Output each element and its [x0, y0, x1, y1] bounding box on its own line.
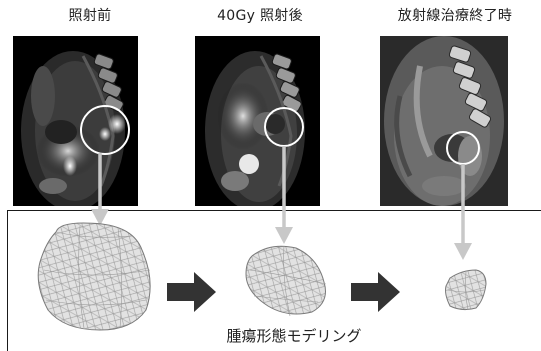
- mri-image-40gy: [195, 36, 320, 206]
- panel-label-40gy: 40Gy 照射後: [195, 6, 325, 26]
- panel-label-end-of-treatment: 放射線治療終了時: [375, 6, 535, 26]
- figure-caption: 腫瘍形態モデリング: [184, 326, 404, 346]
- mri-image-before: [13, 36, 138, 206]
- mri-image-end-of-treatment: [380, 36, 508, 206]
- panel-label-before: 照射前: [40, 6, 140, 26]
